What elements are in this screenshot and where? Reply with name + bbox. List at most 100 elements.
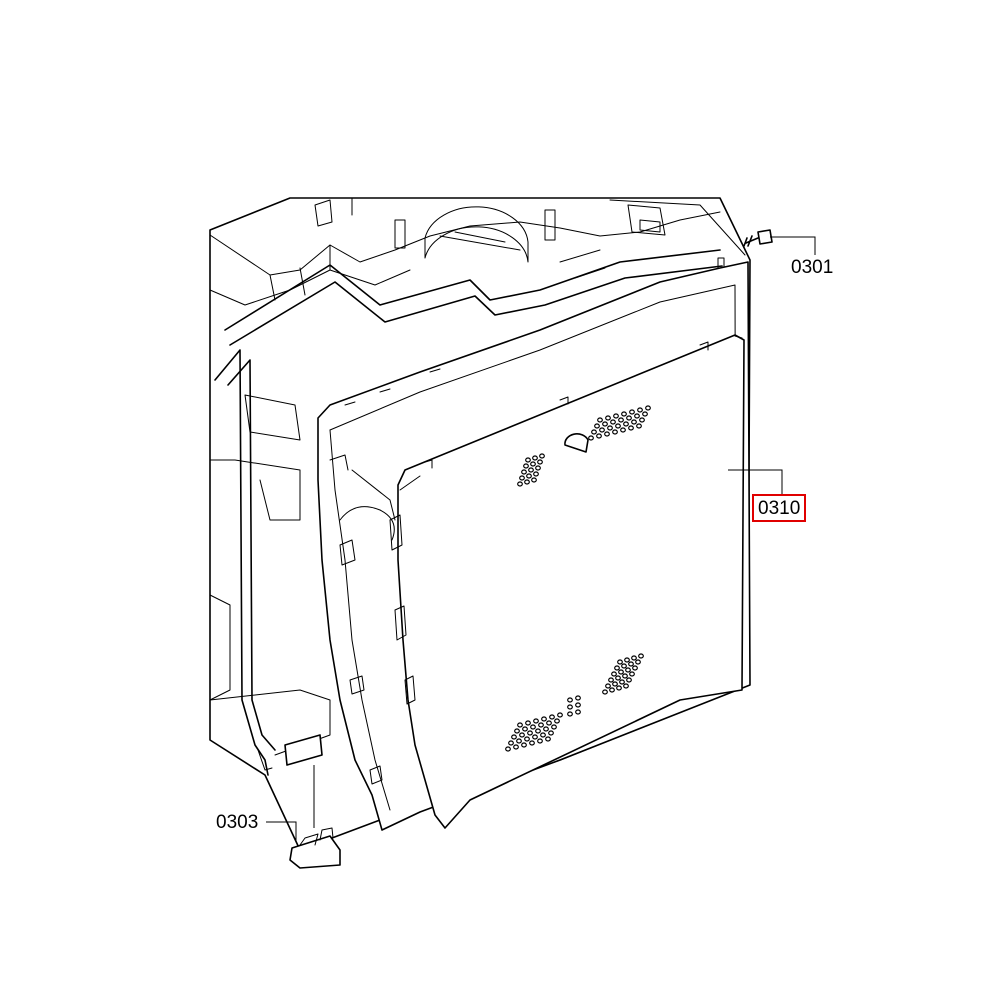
vent-hole xyxy=(519,732,525,738)
vent-hole xyxy=(527,730,533,736)
vent-hole xyxy=(619,679,625,685)
vent-hole xyxy=(521,469,527,475)
vent-hole xyxy=(532,455,538,461)
vent-hole xyxy=(629,409,635,415)
vent-hole xyxy=(505,746,511,752)
vent-hole xyxy=(599,427,605,433)
vent-hole xyxy=(620,427,626,433)
vent-hole xyxy=(567,704,573,710)
rear-housing xyxy=(209,197,751,851)
vent-hole xyxy=(575,709,581,715)
vent-hole xyxy=(594,423,600,429)
vent-hole xyxy=(637,407,643,413)
vent-hole xyxy=(612,429,618,435)
vent-hole xyxy=(549,714,555,720)
vent-hole xyxy=(532,734,538,740)
clip-part xyxy=(289,827,341,869)
vent-hole xyxy=(614,665,620,671)
front-cover-panel xyxy=(389,334,745,829)
vent-hole xyxy=(517,481,523,487)
vent-hole xyxy=(516,738,522,744)
vent-hole xyxy=(535,465,541,471)
vent-hole xyxy=(530,461,536,467)
vent-hole xyxy=(639,417,645,423)
vent-hole xyxy=(540,732,546,738)
vent-hole xyxy=(623,421,629,427)
vent-hole xyxy=(615,423,621,429)
vent-hole xyxy=(605,683,611,689)
vent-hole xyxy=(554,718,560,724)
vent-hole xyxy=(631,655,637,661)
vent-hole xyxy=(626,415,632,421)
vent-hole xyxy=(535,728,541,734)
vent-hole xyxy=(642,411,648,417)
vent-hole xyxy=(525,457,531,463)
vent-hole xyxy=(605,415,611,421)
vent-holes xyxy=(505,405,651,752)
vent-hole xyxy=(617,659,623,665)
vent-hole xyxy=(543,726,549,732)
vent-hole xyxy=(524,479,530,485)
vent-hole xyxy=(522,726,528,732)
vent-hole xyxy=(615,675,621,681)
vent-hole xyxy=(526,473,532,479)
vent-hole xyxy=(546,720,552,726)
vent-hole xyxy=(635,659,641,665)
vent-hole xyxy=(567,711,573,717)
callout-0310-highlighted: 0310 xyxy=(752,494,807,522)
vent-hole xyxy=(597,417,603,423)
vent-hole xyxy=(645,405,651,411)
vent-hole xyxy=(629,671,635,677)
vent-hole xyxy=(609,687,615,693)
vent-hole xyxy=(613,413,619,419)
vent-hole xyxy=(612,681,618,687)
vent-hole xyxy=(628,425,634,431)
vent-hole xyxy=(596,433,602,439)
vent-hole xyxy=(513,744,519,750)
vent-hole xyxy=(575,695,581,701)
vent-hole xyxy=(530,724,536,730)
vent-hole xyxy=(608,677,614,683)
leader-lines xyxy=(266,236,816,842)
vent-hole xyxy=(625,667,631,673)
vent-hole xyxy=(575,702,581,708)
callout-0301: 0301 xyxy=(791,257,834,278)
vent-hole xyxy=(537,738,543,744)
vent-hole xyxy=(588,435,594,441)
vent-hole xyxy=(541,716,547,722)
vent-hole xyxy=(538,722,544,728)
vent-hole xyxy=(621,663,627,669)
vent-hole xyxy=(631,419,637,425)
vent-hole xyxy=(519,475,525,481)
vent-hole xyxy=(557,712,563,718)
vent-hole xyxy=(533,471,539,477)
vent-hole xyxy=(529,740,535,746)
vent-hole xyxy=(545,736,551,742)
vent-hole xyxy=(604,431,610,437)
vent-hole xyxy=(531,477,537,483)
vent-hole xyxy=(521,742,527,748)
vent-hole xyxy=(524,736,530,742)
vent-hole xyxy=(624,657,630,663)
vent-hole xyxy=(602,689,608,695)
vent-hole xyxy=(523,463,529,469)
vent-hole xyxy=(567,697,573,703)
vent-hole xyxy=(623,683,629,689)
vent-hole xyxy=(517,722,523,728)
vent-hole xyxy=(618,669,624,675)
vent-hole xyxy=(636,423,642,429)
vent-hole xyxy=(548,730,554,736)
vent-hole xyxy=(539,453,545,459)
vent-hole xyxy=(511,734,517,740)
vent-hole xyxy=(533,718,539,724)
vent-hole xyxy=(607,425,613,431)
vent-hole xyxy=(610,419,616,425)
vent-hole xyxy=(602,421,608,427)
vent-hole xyxy=(551,724,557,730)
vent-hole xyxy=(621,411,627,417)
vent-hole xyxy=(626,677,632,683)
vent-hole xyxy=(514,728,520,734)
vent-hole xyxy=(508,740,514,746)
